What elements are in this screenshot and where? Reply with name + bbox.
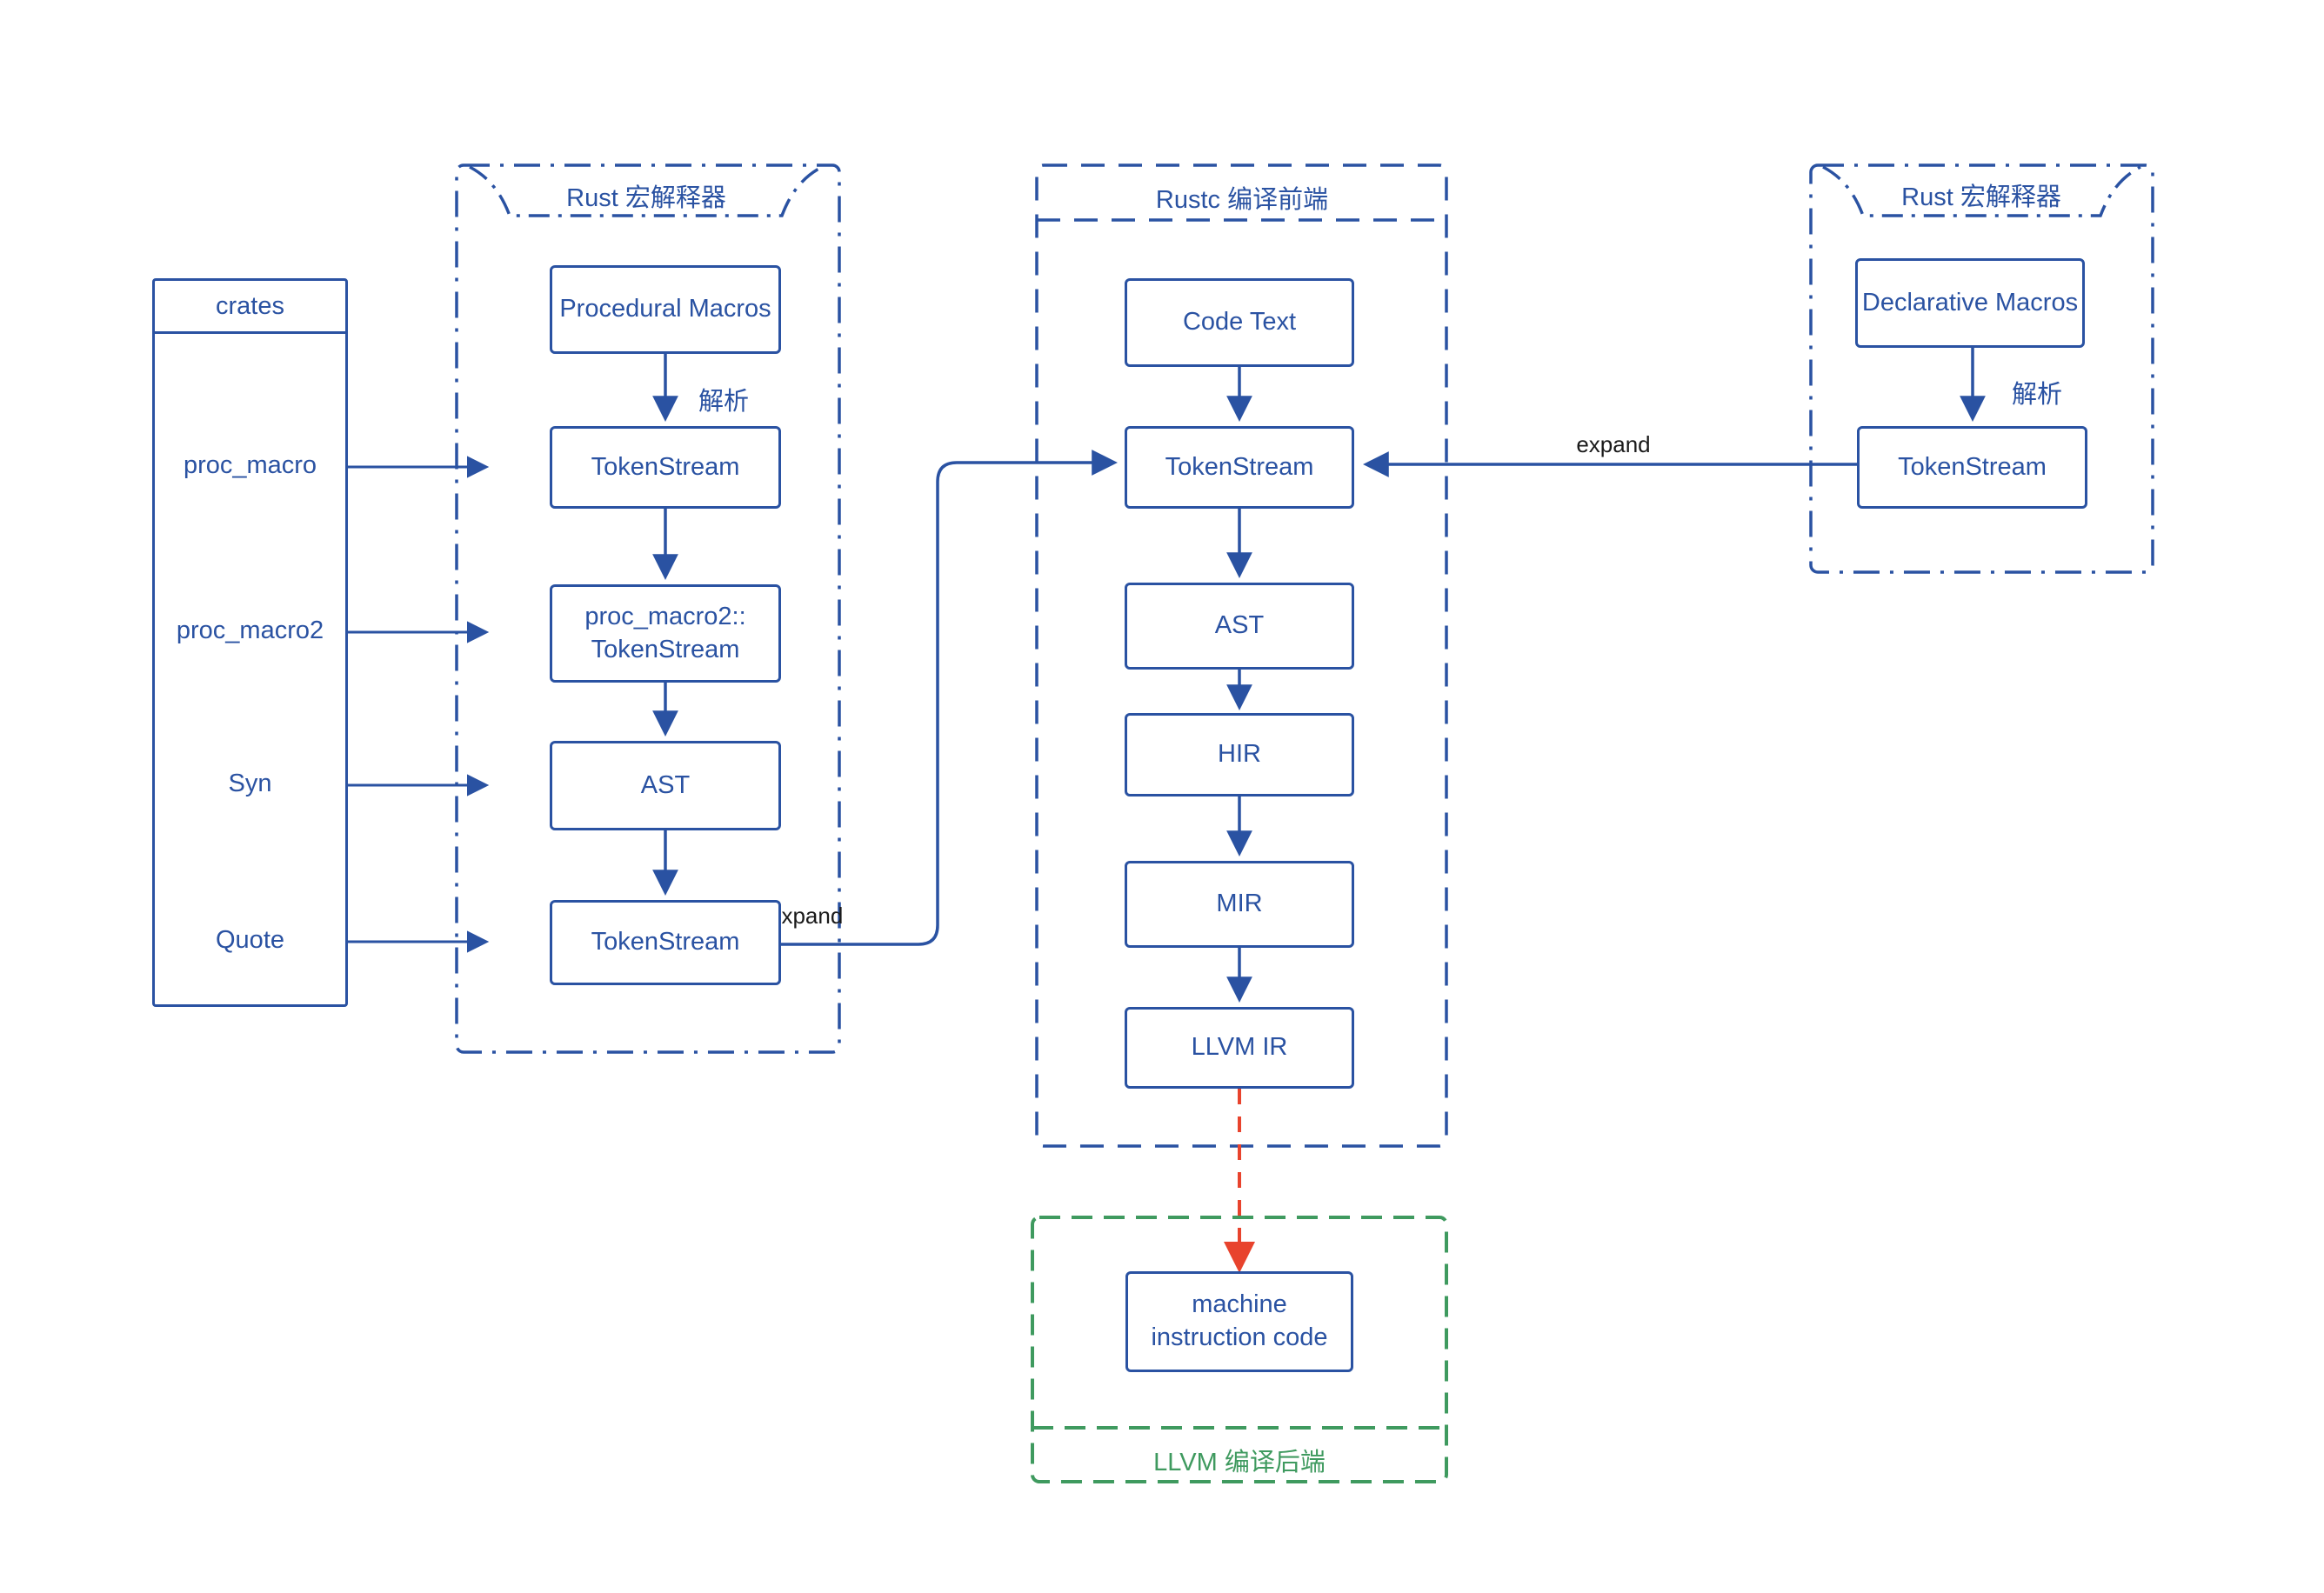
crates-panel: crates xyxy=(152,278,348,1007)
arrow-expand-left-to-middle xyxy=(781,450,1118,946)
box-proc-macro2-tokenstream: proc_macro2:: TokenStream xyxy=(550,584,781,683)
box-llvm-ir-label: LLVM IR xyxy=(1191,1033,1288,1062)
box-machine-instruction-code: machine instruction code xyxy=(1125,1271,1353,1372)
box-middle-ast: AST xyxy=(1125,583,1354,670)
crates-item-proc-macro2: proc_macro2 xyxy=(176,617,324,644)
box-declarative-macros: Declarative Macros xyxy=(1855,258,2085,348)
rustc-frontend-title: Rustc 编译前端 xyxy=(1155,186,1329,214)
box-proc-macro2-line1: proc_macro2:: xyxy=(584,602,746,630)
box-procedural-macros-label: Procedural Macros xyxy=(559,295,771,323)
box-llvm-ir: LLVM IR xyxy=(1125,1007,1354,1089)
box-left-tokenstream-bottom-label: TokenStream xyxy=(591,928,740,956)
box-left-ast-label: AST xyxy=(640,770,691,799)
box-machine-code-line1: machine xyxy=(1192,1290,1287,1319)
left-container-title: Rust 宏解释器 xyxy=(566,184,726,212)
left-expand-label: expand xyxy=(769,903,844,929)
crates-item-proc-macro: proc_macro xyxy=(183,451,317,479)
box-left-ast: AST xyxy=(550,741,781,830)
box-proc-macro2-line2: TokenStream xyxy=(591,635,740,663)
box-right-tokenstream: TokenStream xyxy=(1857,426,2087,509)
right-parse-label: 解析 xyxy=(2011,381,2062,409)
crates-item-quote: Quote xyxy=(216,926,284,954)
box-left-tokenstream-bottom: TokenStream xyxy=(550,900,781,985)
box-left-tokenstream-top-label: TokenStream xyxy=(591,452,740,481)
box-mir: MIR xyxy=(1125,861,1354,948)
box-left-tokenstream-top: TokenStream xyxy=(550,426,781,509)
box-mir-label: MIR xyxy=(1216,890,1263,918)
right-container-title: Rust 宏解释器 xyxy=(1901,183,2061,211)
box-middle-tokenstream-label: TokenStream xyxy=(1165,452,1314,481)
right-expand-label: expand xyxy=(1576,431,1651,457)
box-machine-code-line2: instruction code xyxy=(1151,1323,1328,1351)
box-declarative-macros-label: Declarative Macros xyxy=(1861,288,2079,317)
box-procedural-macros: Procedural Macros xyxy=(550,265,781,354)
box-middle-ast-label: AST xyxy=(1214,611,1265,640)
box-middle-tokenstream: TokenStream xyxy=(1125,426,1354,509)
llvm-backend-title: LLVM 编译后端 xyxy=(1153,1449,1326,1476)
box-code-text: Code Text xyxy=(1125,278,1354,367)
right-macro-container-border xyxy=(1809,163,2154,574)
box-hir: HIR xyxy=(1125,713,1354,796)
box-code-text-label: Code Text xyxy=(1182,308,1297,337)
crates-panel-title: crates xyxy=(155,281,345,334)
crates-item-syn: Syn xyxy=(228,770,272,797)
box-hir-label: HIR xyxy=(1218,740,1261,769)
left-parse-label: 解析 xyxy=(698,388,749,416)
box-right-tokenstream-label: TokenStream xyxy=(1898,452,2047,481)
